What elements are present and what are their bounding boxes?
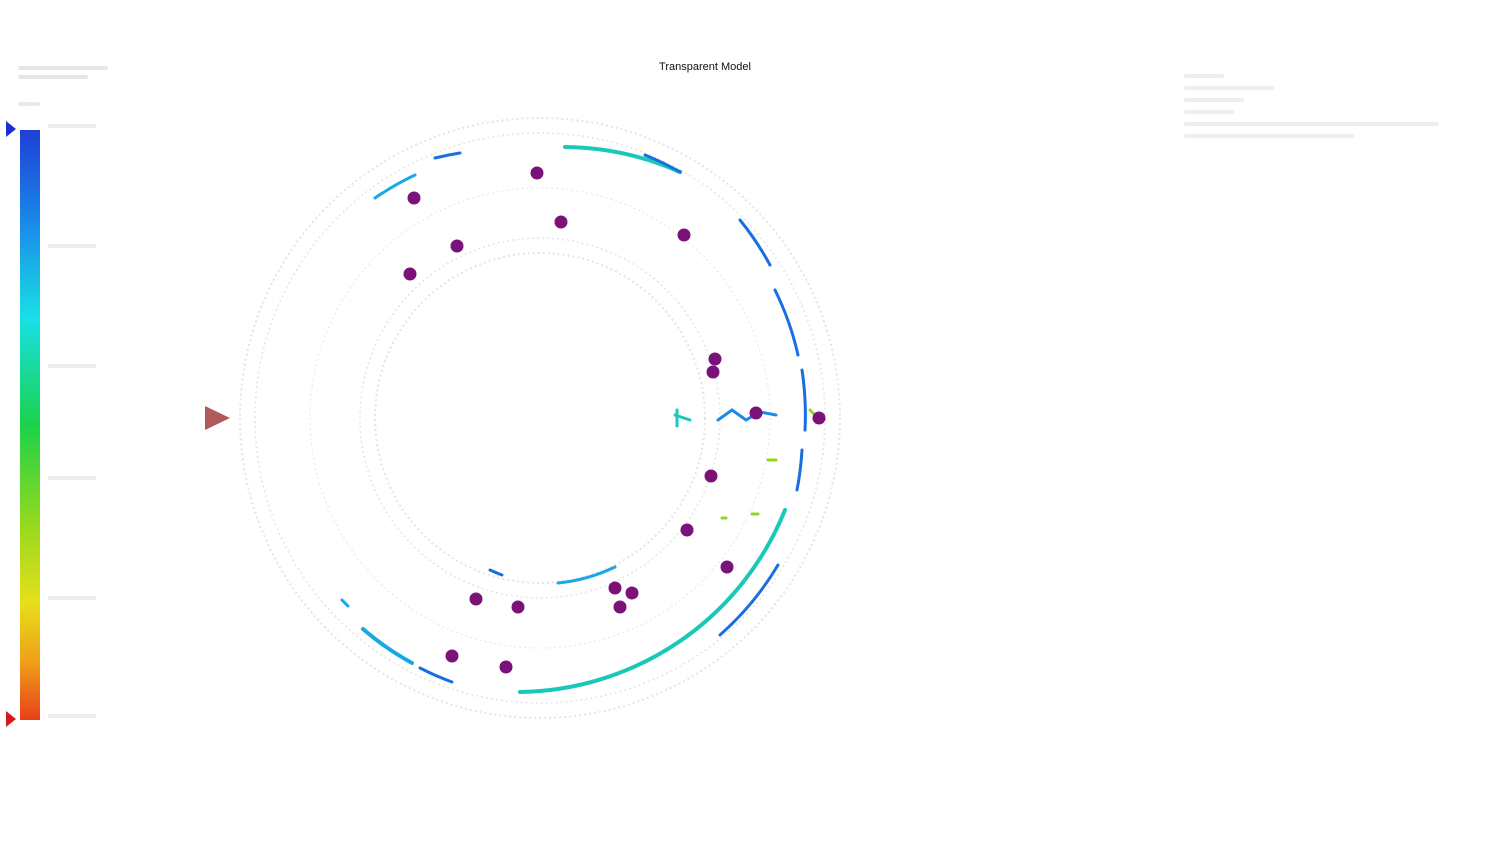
- view-pointer-icon: [205, 406, 230, 430]
- probe-point: [812, 411, 826, 425]
- flow-arc: [418, 666, 454, 684]
- probe-points: [403, 166, 826, 674]
- flow-arc: [518, 508, 787, 694]
- probe-point: [511, 600, 525, 614]
- inner-ring-outline: [374, 252, 706, 584]
- flow-arc: [718, 563, 780, 637]
- info-panel: [1184, 74, 1444, 146]
- probe-point: [708, 352, 722, 366]
- flow-arc: [361, 627, 414, 665]
- probe-point: [680, 523, 694, 537]
- color-scale-bar: [20, 130, 40, 720]
- scale-tick: [48, 710, 96, 722]
- flow-arc: [340, 598, 350, 608]
- probe-point: [749, 406, 763, 420]
- probe-point: [706, 365, 720, 379]
- probe-point: [469, 592, 483, 606]
- outer-ring-outline: [239, 117, 841, 719]
- probe-point: [720, 560, 734, 574]
- probe-point: [613, 600, 627, 614]
- mid-ring-outline: [309, 187, 771, 649]
- flow-arc: [373, 173, 417, 200]
- flow-arc: [488, 568, 504, 577]
- flow-segment: [673, 408, 822, 520]
- probe-point: [530, 166, 544, 180]
- inner-ring-outline-2: [359, 237, 721, 599]
- scale-tick: [48, 120, 96, 132]
- flow-arc: [643, 153, 682, 174]
- scale-tick: [48, 592, 96, 604]
- legend-unit: [18, 102, 40, 106]
- flow-arc: [795, 448, 804, 492]
- probe-point: [499, 660, 513, 674]
- scale-tick: [48, 240, 96, 252]
- probe-point: [403, 267, 417, 281]
- probe-point: [554, 215, 568, 229]
- probe-point: [677, 228, 691, 242]
- legend-caption: [18, 66, 128, 96]
- flow-arc: [433, 151, 462, 160]
- probe-point: [608, 581, 622, 595]
- flow-paths: [340, 145, 807, 694]
- probe-point: [450, 239, 464, 253]
- model-viewport[interactable]: [180, 110, 860, 730]
- probe-point: [445, 649, 459, 663]
- scale-marker-top-icon[interactable]: [6, 121, 16, 137]
- scale-marker-bottom-icon[interactable]: [6, 711, 16, 727]
- view-title: Transparent Model: [659, 61, 751, 73]
- probe-point: [625, 586, 639, 600]
- flow-arc: [738, 218, 772, 267]
- flow-arc: [800, 368, 807, 432]
- flow-arc: [563, 145, 682, 174]
- probe-point: [407, 191, 421, 205]
- scale-tick: [48, 472, 96, 484]
- scale-tick: [48, 360, 96, 372]
- flow-arc: [556, 565, 617, 585]
- probe-point: [704, 469, 718, 483]
- flow-arc: [773, 288, 800, 357]
